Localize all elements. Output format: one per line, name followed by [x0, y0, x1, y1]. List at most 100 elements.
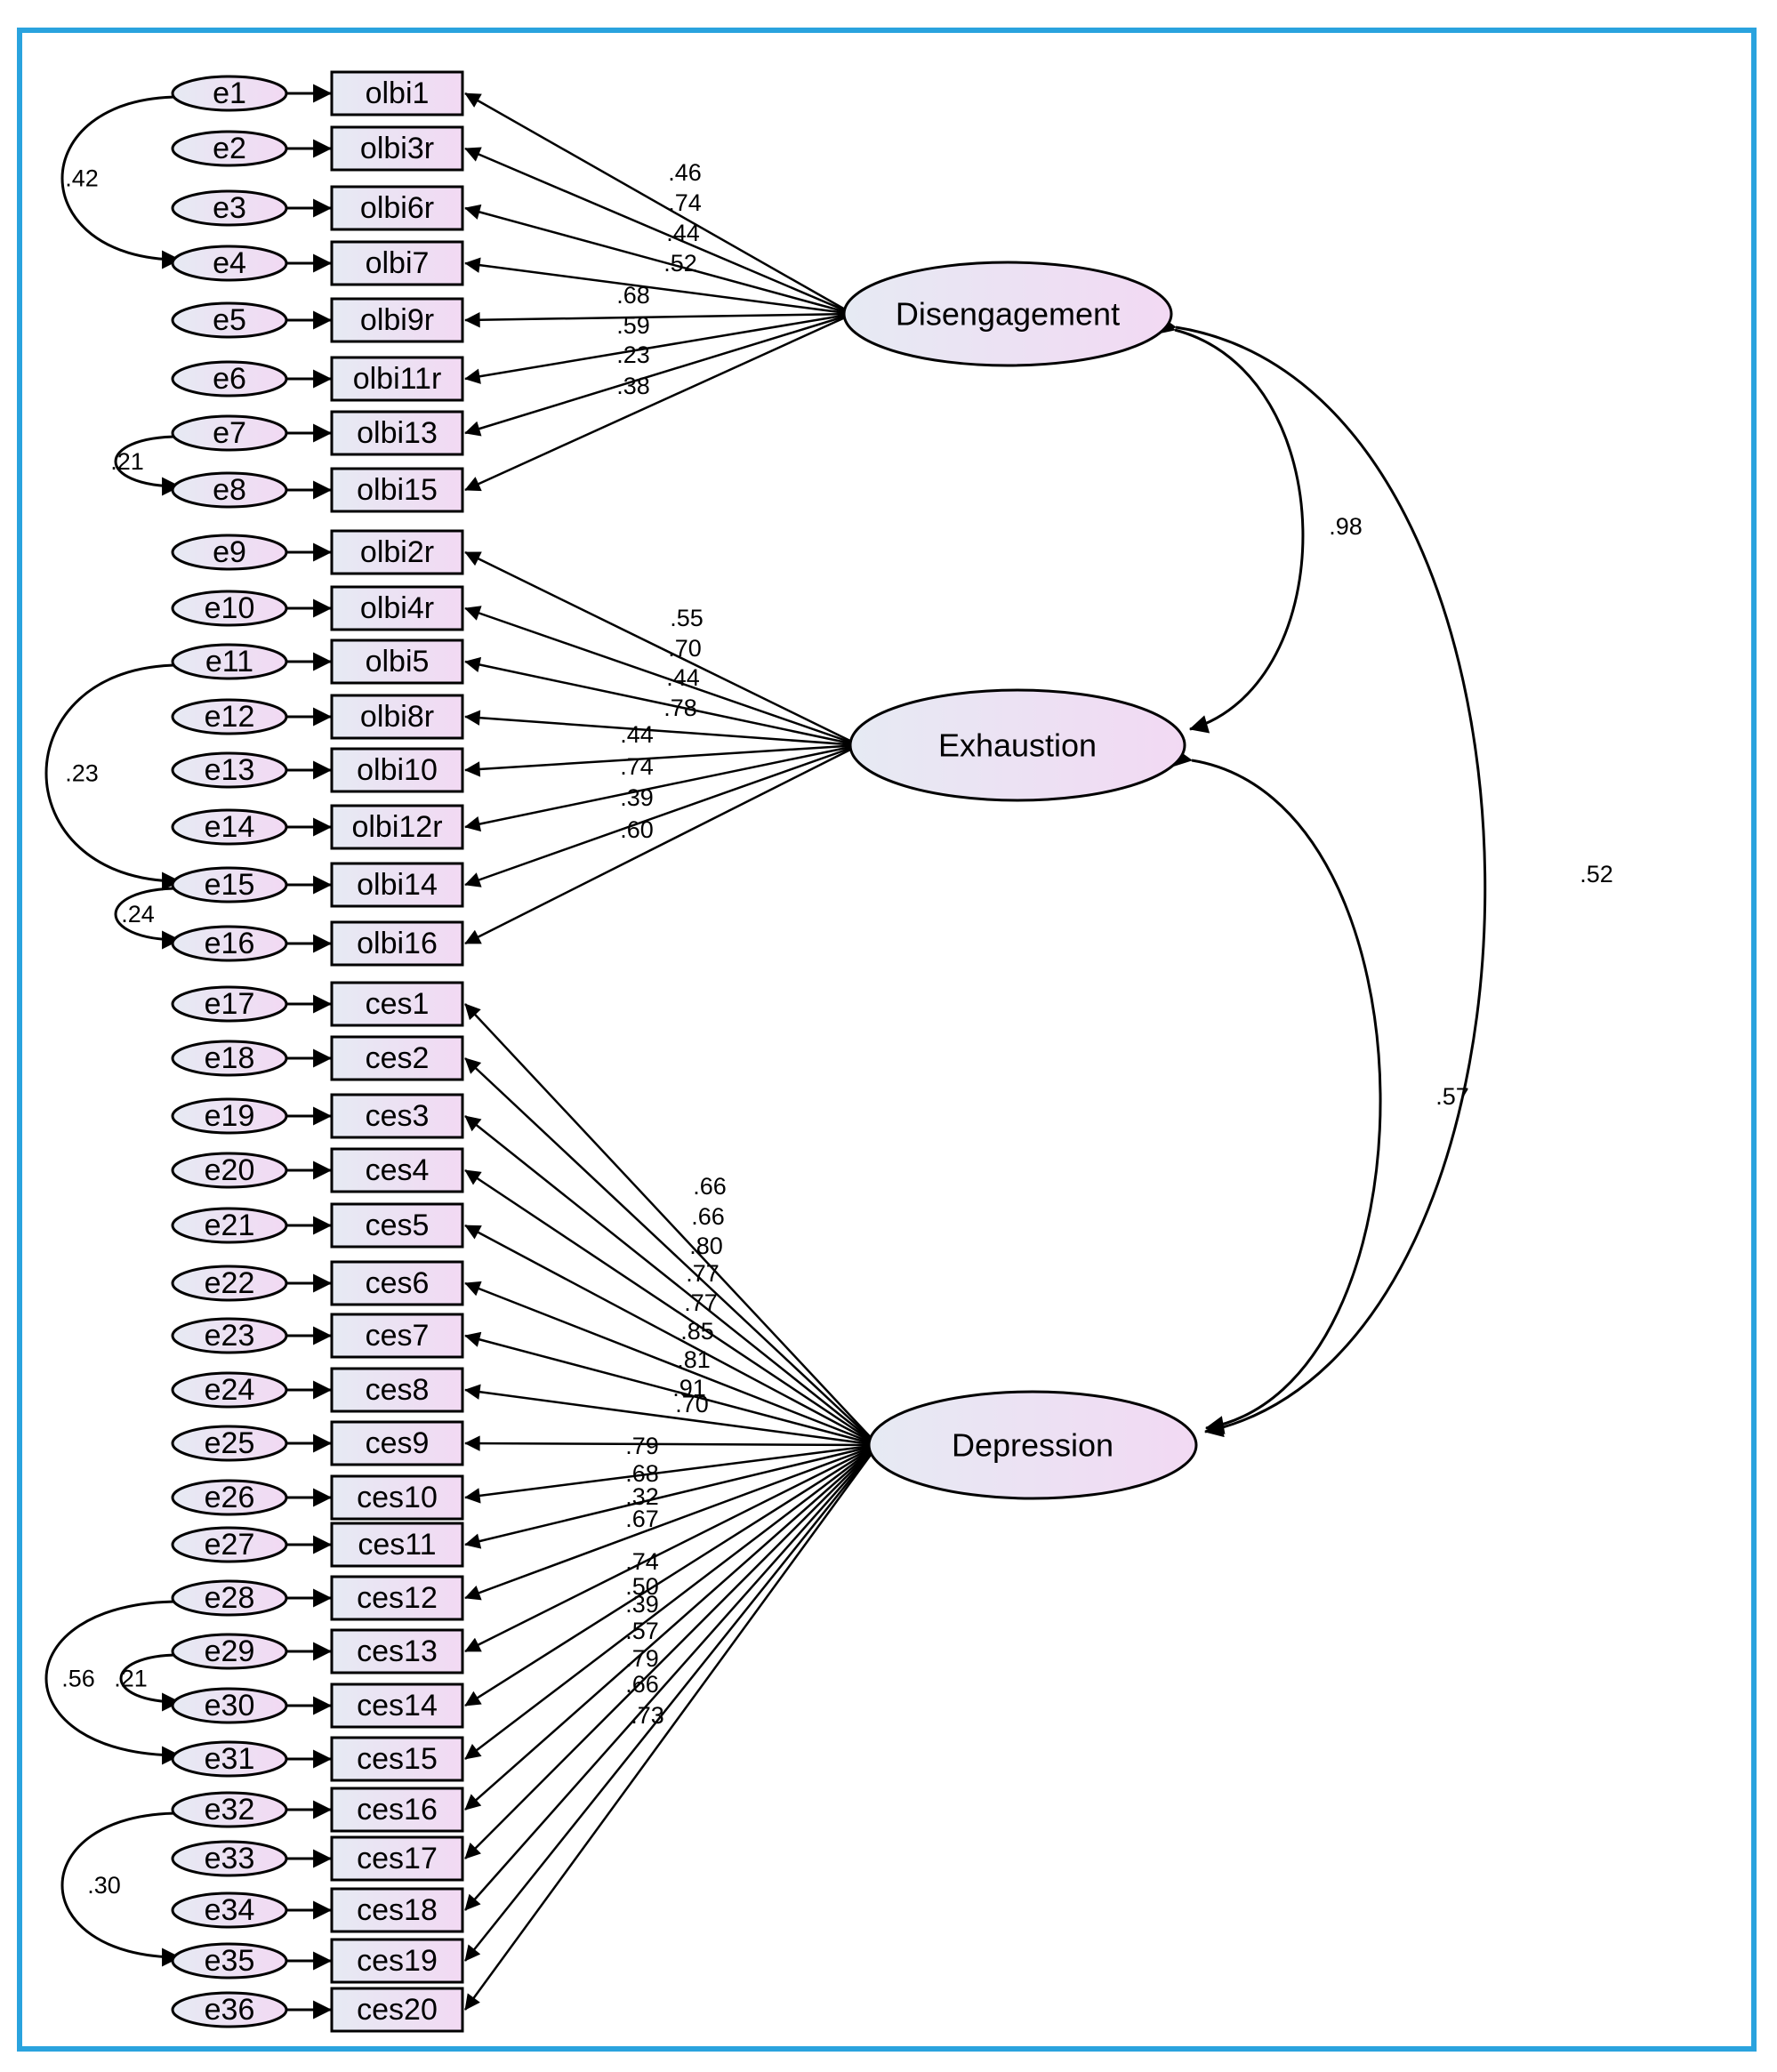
loading-value-ces2: .66 [691, 1203, 725, 1230]
latent-label-disengagement: Disengagement [896, 296, 1120, 333]
error-e20 [171, 1152, 288, 1189]
indicator-box-olbi15 [330, 467, 464, 513]
error-covariance-e15-e16 [114, 879, 197, 950]
indicator-label-ces7: ces7 [366, 1319, 430, 1353]
error-e16 [171, 925, 288, 962]
error-covariance-value-e28-e31: .56 [61, 1666, 95, 1692]
indicator-box-olbi9r [330, 297, 464, 343]
shape-layer [171, 70, 1198, 2033]
loading-value-ces15: .50 [625, 1573, 659, 1600]
error-e2 [171, 130, 288, 167]
latent-depression [867, 1390, 1198, 1500]
error-e9 [171, 534, 288, 571]
indicator-label-ces18: ces18 [357, 1893, 438, 1927]
indicator-label-ces1: ces1 [366, 987, 430, 1021]
connector-layer [44, 84, 1487, 2020]
loading-path-olbi5 [464, 656, 860, 747]
indicator-box-olbi10 [330, 747, 464, 793]
indicator-label-ces8: ces8 [366, 1373, 430, 1407]
indicator-box-ces2 [330, 1035, 464, 1081]
loading-value-olbi10: .44 [620, 721, 654, 748]
loading-path-ces4 [464, 1169, 879, 1447]
indicator-label-ces10: ces10 [357, 1481, 438, 1514]
indicator-box-olbi14 [330, 862, 464, 908]
loading-path-ces15 [464, 1444, 879, 1760]
indicator-box-olbi16 [330, 920, 464, 967]
error-label-e31: e31 [205, 1742, 255, 1776]
error-label-e7: e7 [213, 416, 246, 450]
indicator-box-ces11 [330, 1522, 464, 1568]
error-label-e19: e19 [205, 1099, 255, 1133]
loading-path-olbi11r [464, 312, 854, 384]
indicator-label-olbi2r: olbi2r [360, 535, 434, 569]
loading-path-olbi12r [464, 743, 860, 832]
factor-correlation-exhaustion-depression [1172, 748, 1382, 1434]
error-label-e22: e22 [205, 1266, 255, 1300]
loading-value-ces18: .79 [625, 1645, 659, 1672]
error-e15 [171, 866, 288, 903]
error-label-e17: e17 [205, 987, 255, 1021]
indicator-box-ces7 [330, 1313, 464, 1359]
loading-value-olbi8r: .78 [663, 695, 697, 721]
indicator-label-ces15: ces15 [357, 1742, 438, 1776]
error-e31 [171, 1740, 288, 1778]
error-e6 [171, 360, 288, 398]
indicator-box-ces6 [330, 1260, 464, 1306]
latent-label-depression: Depression [952, 1427, 1114, 1464]
indicator-box-olbi3r [330, 125, 464, 172]
factor-correlation-value-exhaustion-depression: .57 [1435, 1083, 1469, 1110]
error-e12 [171, 698, 288, 735]
indicator-box-ces16 [330, 1787, 464, 1833]
error-label-e30: e30 [205, 1689, 255, 1723]
error-covariance-e29-e30 [119, 1645, 197, 1712]
error-covariance-e1-e4 [60, 87, 197, 269]
error-label-e9: e9 [213, 535, 246, 569]
loading-path-ces19 [464, 1444, 879, 1962]
indicator-label-ces9: ces9 [366, 1426, 430, 1460]
indicator-box-olbi6r [330, 185, 464, 231]
indicator-label-ces17: ces17 [357, 1842, 438, 1875]
indicator-label-ces4: ces4 [366, 1153, 430, 1187]
error-label-e12: e12 [205, 700, 255, 734]
error-e11 [171, 643, 288, 680]
loading-path-olbi13 [464, 312, 854, 437]
latent-exhaustion [848, 688, 1186, 802]
error-e36 [171, 1991, 288, 2028]
indicator-label-ces5: ces5 [366, 1209, 430, 1242]
loading-path-ces16 [464, 1444, 879, 1811]
indicator-label-olbi9r: olbi9r [360, 303, 434, 337]
indicator-box-olbi4r [330, 585, 464, 631]
indicator-label-olbi11r: olbi11r [353, 362, 442, 396]
error-label-e24: e24 [205, 1373, 255, 1407]
loading-path-ces7 [464, 1331, 879, 1447]
error-label-e28: e28 [205, 1581, 255, 1615]
loading-path-ces12 [464, 1443, 879, 1601]
indicator-box-ces17 [330, 1835, 464, 1882]
loading-path-ces3 [464, 1115, 879, 1446]
loading-value-ces3: .80 [689, 1233, 723, 1259]
loading-value-ces5: .77 [684, 1289, 718, 1316]
loading-value-ces17: .57 [625, 1618, 659, 1644]
error-label-e25: e25 [205, 1426, 255, 1460]
loading-path-olbi4r [464, 606, 860, 747]
indicator-label-ces20: ces20 [357, 1993, 438, 2027]
loading-path-ces6 [464, 1281, 879, 1447]
indicator-box-olbi8r [330, 694, 464, 740]
error-label-e32: e32 [205, 1793, 255, 1827]
loading-path-olbi2r [464, 550, 860, 747]
loading-value-olbi7: .52 [663, 250, 697, 277]
error-e4 [171, 245, 288, 282]
loading-path-ces14 [464, 1443, 879, 1707]
indicator-label-olbi5: olbi5 [366, 645, 430, 679]
error-e3 [171, 189, 288, 227]
indicator-label-ces14: ces14 [357, 1689, 438, 1723]
indicator-label-olbi4r: olbi4r [360, 591, 434, 625]
error-e33 [171, 1840, 288, 1877]
error-e10 [171, 590, 288, 627]
loading-value-olbi13: .23 [616, 341, 650, 368]
indicator-box-ces3 [330, 1093, 464, 1139]
loading-path-ces10 [464, 1443, 879, 1504]
indicator-label-olbi8r: olbi8r [360, 700, 434, 734]
loading-value-olbi6r: .44 [666, 220, 700, 246]
